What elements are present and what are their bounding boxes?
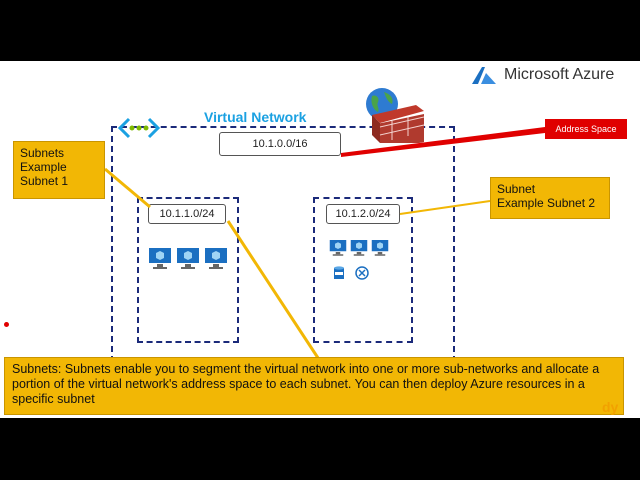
callout-subnet-1: Subnets Example Subnet 1 bbox=[13, 141, 105, 199]
vm-icon bbox=[371, 240, 389, 256]
subnet-1-vms bbox=[148, 247, 228, 269]
sql-database-icon bbox=[334, 266, 344, 279]
pointer-dot bbox=[4, 322, 9, 327]
watermark-text: dy bbox=[602, 399, 619, 415]
vnet-address-box: 10.1.0.0/16 bbox=[219, 132, 341, 156]
subnet-2-vms bbox=[329, 239, 389, 256]
vm-icon bbox=[149, 248, 171, 269]
subnet-2-address: 10.1.2.0/24 bbox=[326, 204, 400, 224]
firewall-icon bbox=[372, 105, 424, 143]
callout-subnets-definition: Subnets: Subnets enable you to segment t… bbox=[4, 357, 624, 415]
callout-line: Subnets bbox=[20, 146, 65, 160]
callout-subnet-2: Subnet Example Subnet 2 bbox=[490, 177, 610, 219]
vnet-title: Virtual Network bbox=[204, 109, 307, 125]
vm-icon bbox=[329, 240, 347, 256]
address-space-label: Address Space bbox=[545, 119, 627, 139]
service-icon bbox=[355, 266, 369, 280]
callout-line: Example bbox=[20, 160, 67, 174]
callout-line: Example Subnet 2 bbox=[497, 196, 596, 210]
slide: Microsoft Azure Virtual Network 10.1.0.0… bbox=[0, 61, 640, 418]
vm-icon bbox=[177, 248, 199, 269]
vnet-icon bbox=[117, 117, 161, 139]
callout-line: Subnet 1 bbox=[20, 174, 69, 188]
callout-line: Subnet bbox=[497, 182, 536, 196]
subnet-1-address: 10.1.1.0/24 bbox=[148, 204, 226, 224]
brand-name: Microsoft Azure bbox=[504, 66, 615, 83]
brand-header: Microsoft Azure bbox=[470, 64, 614, 86]
vm-icon bbox=[350, 240, 368, 256]
azure-logo-icon bbox=[472, 67, 496, 84]
vm-icon bbox=[205, 248, 227, 269]
